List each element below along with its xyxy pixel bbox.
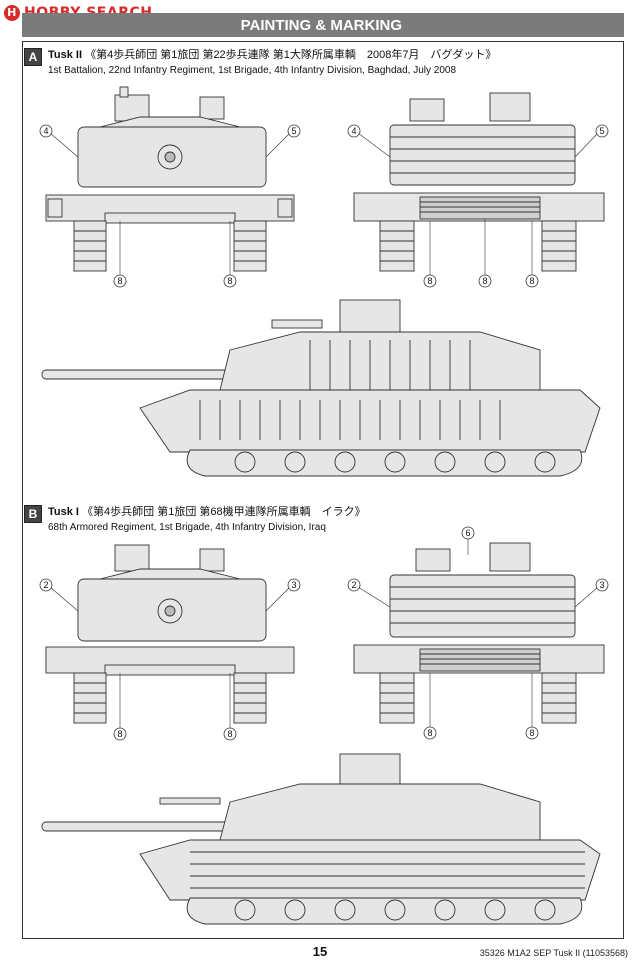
callout-label: 8 bbox=[428, 728, 433, 738]
section-a-jp: 《第4歩兵師団 第1旅団 第22歩兵連隊 第1大隊所属車輌 2008年7月 バグ… bbox=[85, 49, 497, 61]
section-b-name: Tusk I bbox=[48, 506, 79, 518]
callout-marker bbox=[287, 578, 301, 592]
callout-marker bbox=[223, 274, 237, 288]
callout-label: 4 bbox=[352, 126, 357, 136]
section-a-name: Tusk II bbox=[48, 49, 83, 61]
callout-marker bbox=[223, 727, 237, 741]
callout-label: 2 bbox=[352, 580, 357, 590]
callout-marker bbox=[461, 526, 475, 540]
page-header: PAINTING & MARKING bbox=[22, 13, 624, 37]
page-title: PAINTING & MARKING bbox=[240, 16, 402, 34]
content-frame bbox=[22, 41, 624, 939]
section-a-rear-view: 4 5 8 8 8 bbox=[347, 92, 609, 288]
section-b-letter: B bbox=[24, 505, 42, 523]
callout-label: 8 bbox=[530, 728, 535, 738]
callout-marker bbox=[39, 578, 53, 592]
callout-label: 8 bbox=[428, 276, 433, 286]
callout-marker bbox=[39, 124, 53, 138]
callout-marker bbox=[423, 274, 437, 288]
callout-marker bbox=[423, 726, 437, 740]
callout-label: 2 bbox=[44, 580, 49, 590]
callout-marker bbox=[478, 274, 492, 288]
callout-marker bbox=[347, 124, 361, 138]
section-b-jp: 《第4歩兵師団 第1旅団 第68機甲連隊所属車輌 イラク》 bbox=[82, 506, 366, 518]
callout-marker bbox=[287, 124, 301, 138]
callout-label: 8 bbox=[118, 276, 123, 286]
page-number: 15 bbox=[312, 944, 328, 959]
callout-marker bbox=[525, 274, 539, 288]
section-a-letter: A bbox=[24, 48, 42, 66]
callout-label: 5 bbox=[600, 126, 605, 136]
section-b-header: B Tusk I 《第4歩兵師団 第1旅団 第68機甲連隊所属車輌 イラク》 6… bbox=[24, 505, 366, 535]
callout-label: 8 bbox=[228, 729, 233, 739]
product-code: 35326 M1A2 SEP Tusk II (11053568) bbox=[479, 948, 628, 958]
callout-label: 8 bbox=[483, 276, 488, 286]
callout-label: 3 bbox=[600, 580, 605, 590]
callout-marker bbox=[525, 726, 539, 740]
section-a-front-view: 4 5 8 8 bbox=[39, 86, 301, 288]
callout-marker bbox=[113, 727, 127, 741]
callout-label: 5 bbox=[292, 126, 297, 136]
section-b-rear-view: 6 2 3 8 8 bbox=[347, 526, 609, 740]
callout-label: 6 bbox=[466, 528, 471, 538]
callout-label: 3 bbox=[292, 580, 297, 590]
callout-label: 8 bbox=[118, 729, 123, 739]
section-a-side-view bbox=[41, 299, 601, 477]
section-a-header: A Tusk II 《第4歩兵師団 第1旅団 第22歩兵連隊 第1大隊所属車輌 … bbox=[24, 48, 496, 78]
hobby-search-logo-icon: H bbox=[4, 5, 20, 21]
callout-marker bbox=[595, 578, 609, 592]
callout-marker bbox=[113, 274, 127, 288]
section-b-front-view: 2 3 8 8 bbox=[39, 544, 301, 741]
section-b-side-view bbox=[41, 753, 601, 925]
callout-label: 8 bbox=[228, 276, 233, 286]
section-b-en: 68th Armored Regiment, 1st Brigade, 4th … bbox=[48, 522, 326, 533]
callout-label: 4 bbox=[44, 126, 49, 136]
callout-marker bbox=[595, 124, 609, 138]
section-a-en: 1st Battalion, 22nd Infantry Regiment, 1… bbox=[48, 65, 457, 76]
callout-marker bbox=[347, 578, 361, 592]
callout-label: 8 bbox=[530, 276, 535, 286]
